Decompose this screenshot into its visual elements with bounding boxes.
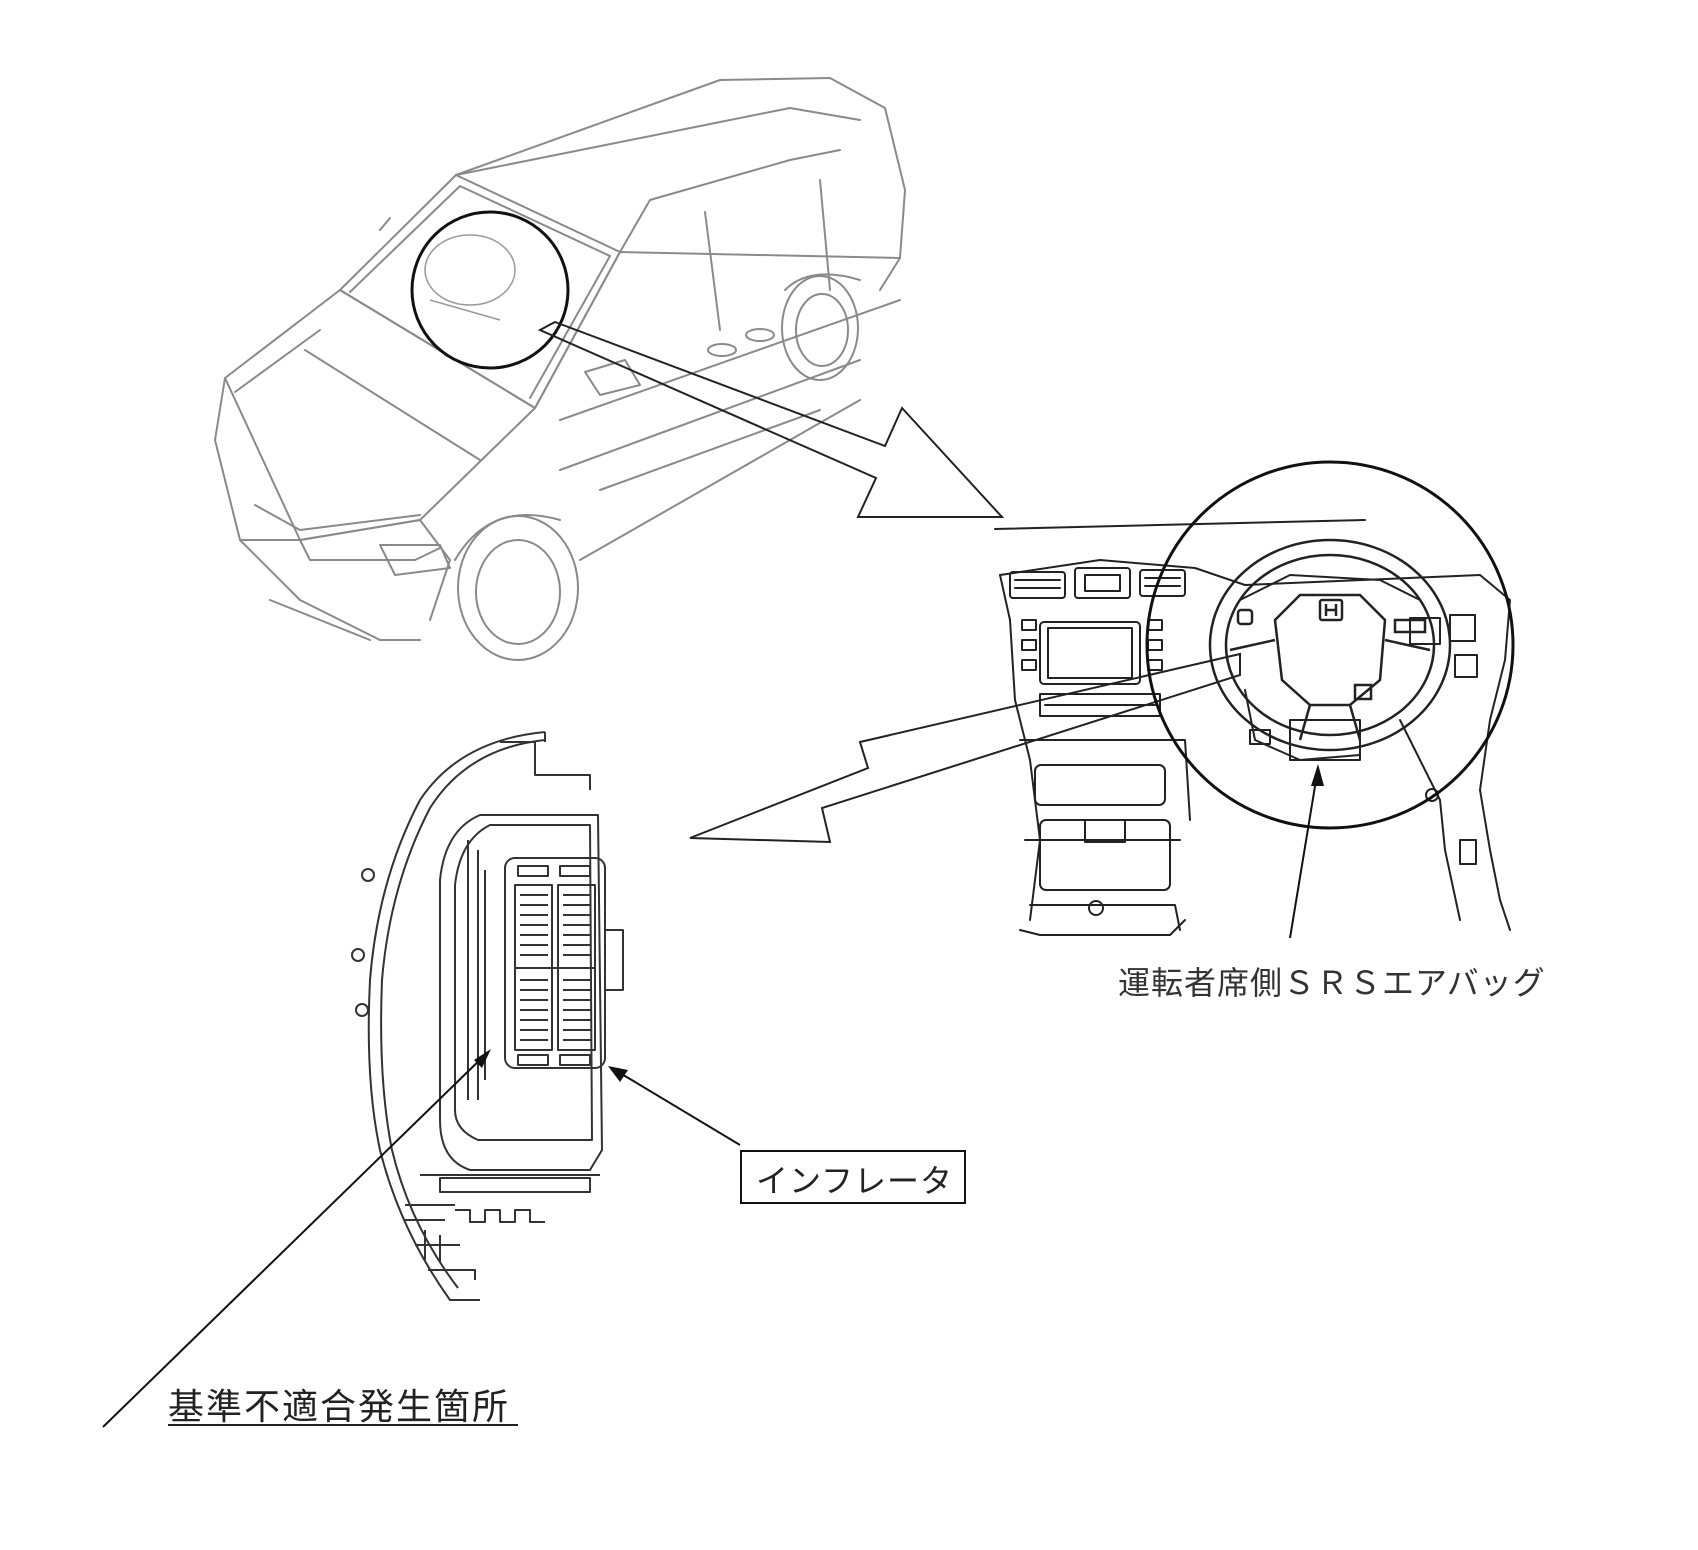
inflator-leader-line	[614, 1069, 741, 1146]
defect-location-underline	[168, 1424, 518, 1426]
airbag-zoom-circle	[1145, 460, 1515, 830]
airbag-label: 運転者席側ＳＲＳエアバッグ	[1118, 964, 1546, 1002]
steering-wheel	[1208, 538, 1452, 752]
defect-leader-arrowhead	[474, 1049, 491, 1068]
arrow-airbag-to-detail	[689, 652, 1241, 844]
vehicle-illustration	[214, 77, 906, 661]
vehicle-zoom-circle	[410, 210, 570, 370]
inflator-leader-arrowhead	[608, 1066, 628, 1082]
airbag-leader-arrowhead	[1311, 764, 1324, 786]
arrow-vehicle-to-dashboard	[537, 320, 1005, 518]
airbag-leader-line	[1289, 767, 1319, 939]
defect-location-label: 基準不適合発生箇所	[168, 1387, 511, 1428]
inflator-label: インフレータ	[756, 1162, 954, 1200]
inflator-detail-illustration	[351, 731, 624, 1301]
defect-leader-line	[102, 1051, 489, 1428]
inflator-label-box	[740, 1150, 966, 1204]
vehicle-steering-faint	[424, 234, 516, 321]
